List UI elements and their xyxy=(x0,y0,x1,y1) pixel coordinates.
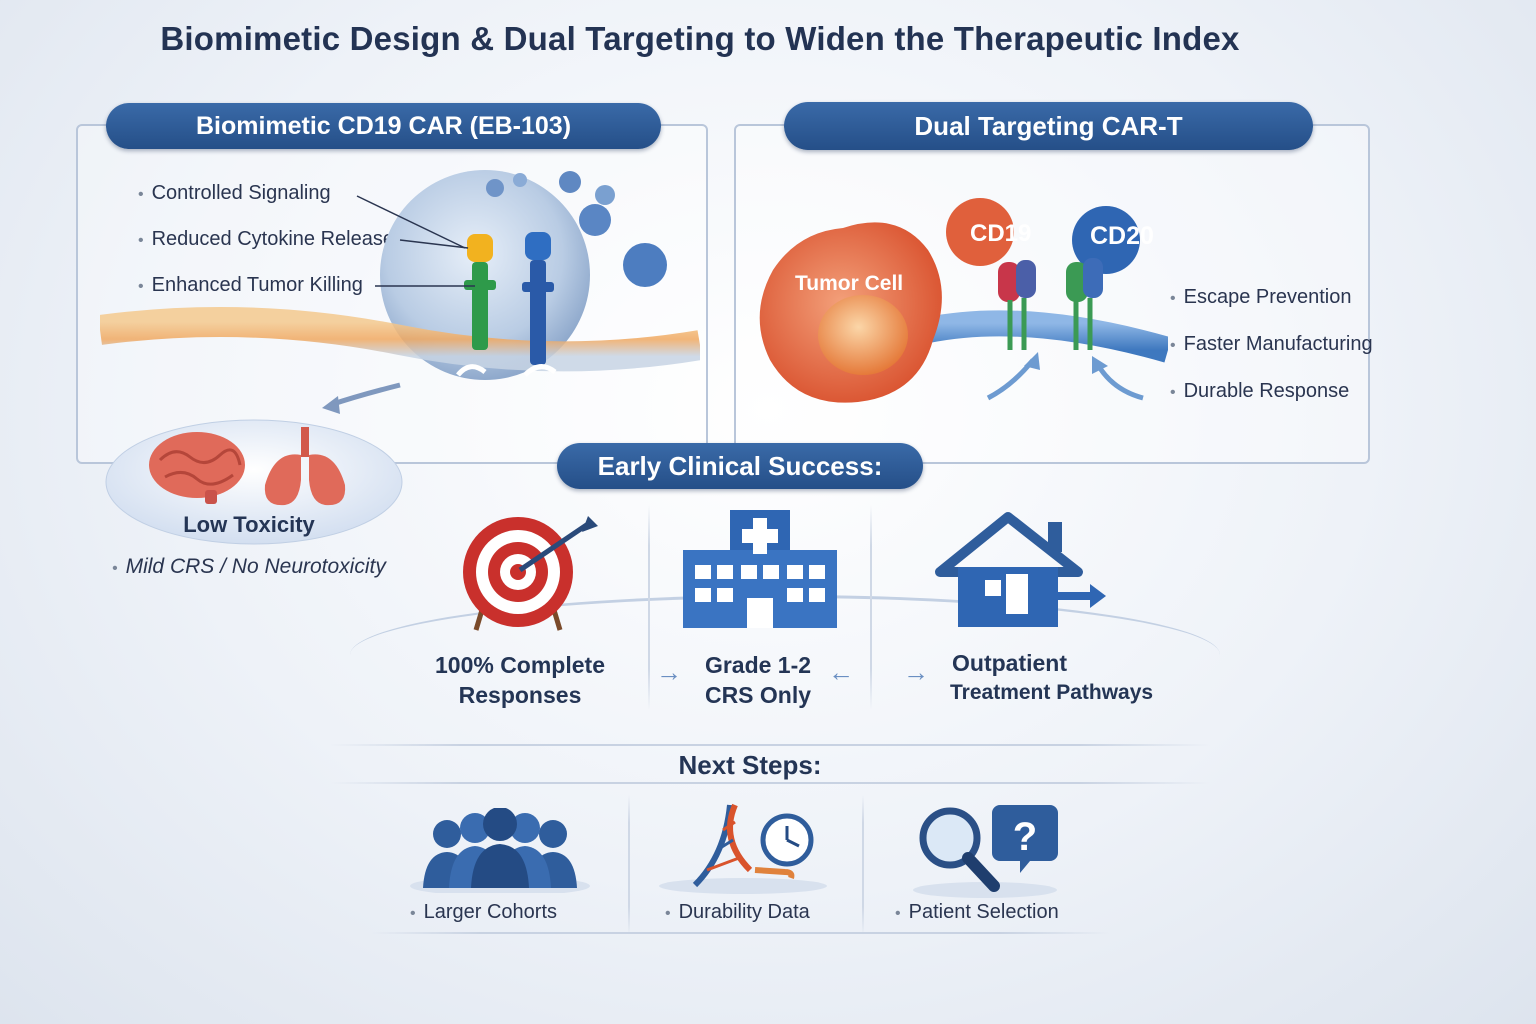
tumor-cell-label: Tumor Cell xyxy=(795,272,904,295)
people-icon xyxy=(410,808,590,893)
lungs-icon xyxy=(264,427,346,506)
clinical-item-1-label: 100% Complete Responses xyxy=(420,650,620,710)
clinical-divider-1 xyxy=(648,505,650,710)
next-steps-baseline xyxy=(370,932,1110,934)
cd20-label: CD20 xyxy=(1090,222,1154,250)
clinical-item-2-label: Grade 1-2 CRS Only xyxy=(688,650,828,710)
page-title: Biomimetic Design & Dual Targeting to Wi… xyxy=(160,20,1240,57)
bullet-reduced-cytokine: Reduced Cytokine Release xyxy=(138,228,394,251)
arrow-right-icon-2: → xyxy=(903,657,929,687)
clinical-item-2-line1: Grade 1-2 xyxy=(704,652,812,678)
bullet-faster-manufacturing: Faster Manufacturing xyxy=(1170,333,1373,356)
next-step-patient-selection: Patient Selection xyxy=(895,901,1059,924)
arrow-left-icon: ← xyxy=(828,657,854,687)
toxicity-label: Low Toxicity xyxy=(183,512,315,537)
bullet-enhanced-killing: Enhanced Tumor Killing xyxy=(138,274,363,297)
tumor-cell-illustration xyxy=(759,198,1168,403)
clinical-item-3-line2: Treatment Pathways xyxy=(950,681,1154,704)
next-divider-2 xyxy=(862,795,864,935)
clinical-item-2-line2: CRS Only xyxy=(704,682,812,708)
next-step-larger-cohorts: Larger Cohorts xyxy=(410,901,557,924)
target-icon xyxy=(463,516,598,631)
clinical-item-1-line2: Responses xyxy=(458,682,582,708)
dna-clock-icon xyxy=(659,803,827,894)
svg-text:?: ? xyxy=(1013,815,1037,859)
bullet-escape-prevention: Escape Prevention xyxy=(1170,286,1352,309)
toxicity-bullet: Mild CRS / No Neurotoxicity xyxy=(112,555,386,579)
biomimetic-header: Biomimetic CD19 CAR (EB-103) xyxy=(106,103,661,149)
hospital-icon xyxy=(683,510,837,628)
cd19-label: CD19 xyxy=(970,220,1032,247)
brain-icon xyxy=(149,432,245,504)
clinical-divider-2 xyxy=(870,505,872,710)
next-divider-1 xyxy=(628,795,630,935)
clinical-item-3-line1: Outpatient xyxy=(952,650,1067,676)
bullet-controlled-signaling: Controlled Signaling xyxy=(138,182,331,205)
next-steps-header: Next Steps: xyxy=(678,750,822,780)
clinical-item-1-line1: 100% Complete xyxy=(434,652,605,678)
next-steps-divider-bottom xyxy=(330,782,1210,784)
house-icon xyxy=(935,512,1106,627)
bullet-durable-response: Durable Response xyxy=(1170,380,1350,403)
arrow-right-icon: → xyxy=(656,657,682,687)
next-steps-divider-top xyxy=(330,744,1210,746)
dual-targeting-header: Dual Targeting CAR-T xyxy=(784,102,1313,150)
magnifier-question-icon: ? xyxy=(913,805,1058,898)
car-t-cell-illustration xyxy=(100,170,700,414)
clinical-item-3-label: Outpatient Treatment Pathways xyxy=(950,648,1170,708)
next-step-durability-data: Durability Data xyxy=(665,901,810,924)
clinical-success-header: Early Clinical Success: xyxy=(557,443,923,489)
